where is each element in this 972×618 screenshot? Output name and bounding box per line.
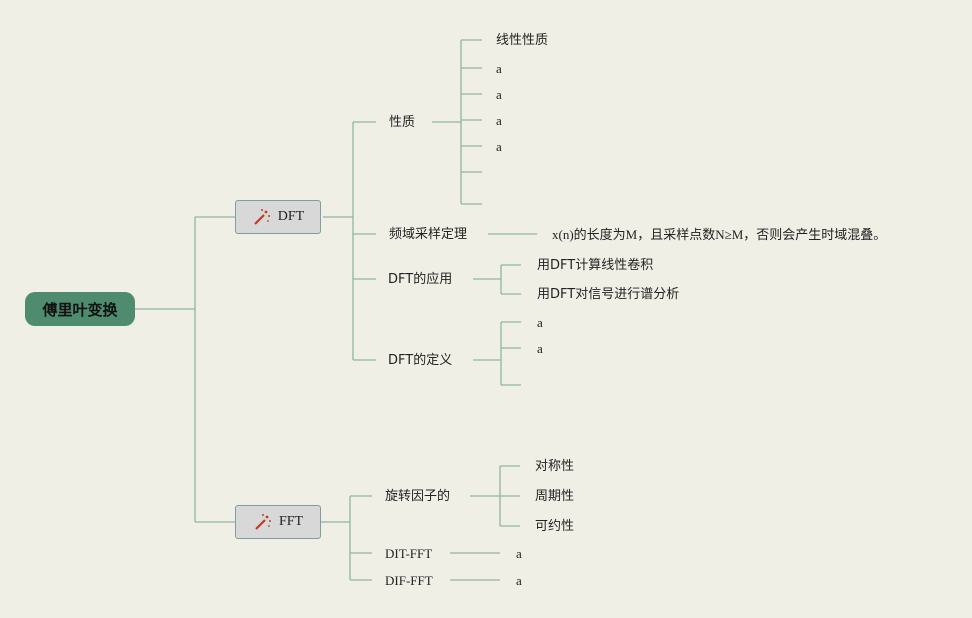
fft-label: FFT (278, 514, 304, 529)
dit-fft-node[interactable]: DIT-FFT (385, 546, 433, 561)
properties-node[interactable]: 性质 (389, 115, 416, 130)
definition-leaf[interactable]: a (537, 315, 543, 330)
dft-label: DFT (277, 209, 305, 224)
dft-definition-node[interactable]: DFT的定义 (388, 353, 453, 368)
property-leaf[interactable]: a (496, 61, 502, 76)
property-leaf[interactable]: 线性性质 (496, 33, 549, 48)
dit-fft-value[interactable]: a (516, 546, 522, 561)
twiddle-leaf[interactable]: 可约性 (535, 519, 575, 534)
application-leaf[interactable]: 用DFT对信号进行谱分析 (537, 287, 680, 302)
sampling-note[interactable]: x(n)的长度为M，且采样点数N≥M，否则会产生时域混叠。 (552, 227, 887, 242)
property-leaf[interactable]: a (496, 139, 502, 154)
application-leaf[interactable]: 用DFT计算线性卷积 (537, 258, 654, 273)
dft-applications-node[interactable]: DFT的应用 (388, 272, 453, 287)
twiddle-leaf[interactable]: 周期性 (535, 489, 575, 504)
dft-node[interactable]: DFT (235, 200, 321, 234)
magic-wand-icon (255, 514, 271, 530)
twiddle-leaf[interactable]: 对称性 (535, 459, 575, 474)
twiddle-factor-node[interactable]: 旋转因子的 (385, 489, 451, 504)
dif-fft-node[interactable]: DIF-FFT (385, 573, 433, 588)
root-node[interactable]: 傅里叶变换 (25, 292, 135, 326)
root-label: 傅里叶变换 (42, 300, 118, 319)
fft-node[interactable]: FFT (235, 505, 321, 539)
property-leaf[interactable]: a (496, 87, 502, 102)
magic-wand-icon (253, 209, 270, 225)
sampling-theorem-node[interactable]: 频域采样定理 (389, 227, 468, 242)
dif-fft-value[interactable]: a (516, 573, 522, 588)
property-leaf[interactable]: a (496, 113, 502, 128)
definition-leaf[interactable]: a (537, 341, 543, 356)
